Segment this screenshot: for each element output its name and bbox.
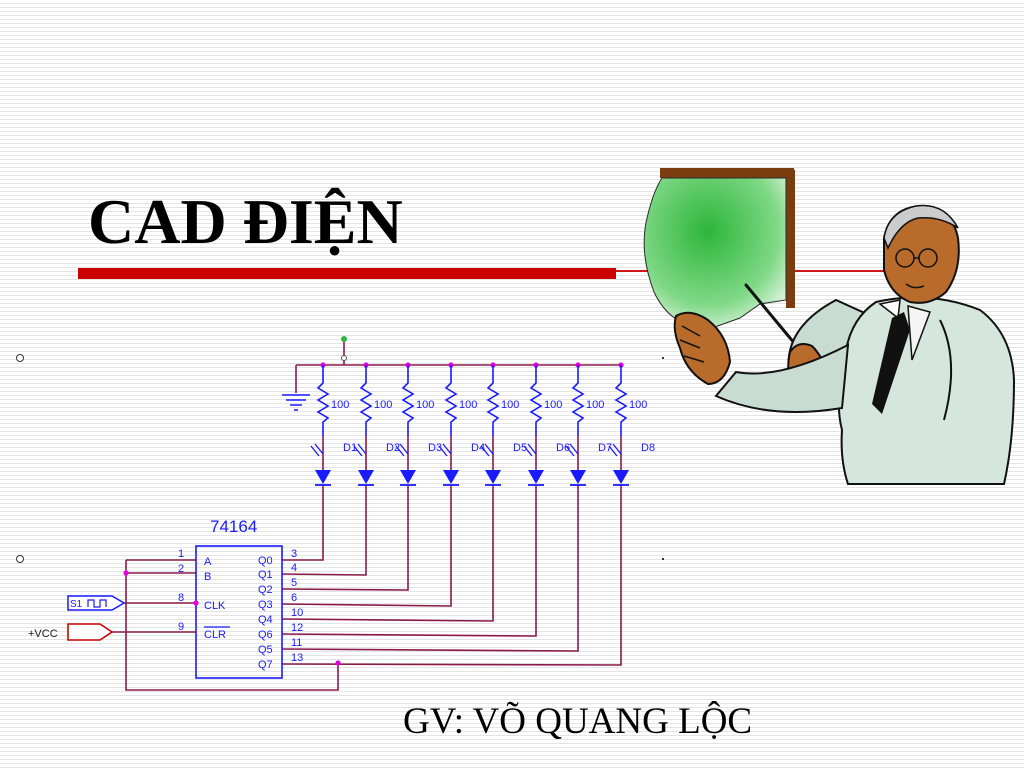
ic-pin-name-right: Q3 bbox=[258, 599, 273, 611]
led-light-arrows bbox=[480, 443, 494, 457]
resistor-value-label: 100 bbox=[459, 399, 477, 411]
led-light-arrows bbox=[438, 443, 452, 457]
ic-to-led-wire bbox=[281, 486, 452, 607]
led-1 bbox=[315, 470, 331, 484]
clock-source-label: S1 bbox=[70, 599, 83, 610]
ic-pin-number-right: 10 bbox=[291, 607, 303, 619]
resistor-value-label: 100 bbox=[501, 399, 519, 411]
resistor-5 bbox=[486, 365, 500, 436]
led-label: D6 bbox=[556, 442, 570, 454]
led-light-arrows bbox=[310, 443, 324, 457]
feedback-wire bbox=[125, 560, 339, 691]
vcc-source-icon bbox=[67, 623, 114, 641]
bullet-icon bbox=[16, 555, 24, 563]
ic-pin-number-right: 13 bbox=[291, 652, 303, 664]
ic-pin-name-right: Q1 bbox=[258, 569, 273, 581]
led-label: D5 bbox=[513, 442, 527, 454]
ic-to-led-wire bbox=[281, 486, 409, 591]
ic-to-led-wire bbox=[281, 486, 537, 637]
vcc-node bbox=[341, 355, 347, 361]
ic-to-led-wire bbox=[281, 486, 579, 652]
led-label: D3 bbox=[428, 442, 442, 454]
resistor-4 bbox=[444, 365, 458, 436]
ic-name-label: 74164 bbox=[210, 517, 257, 536]
led-2 bbox=[358, 470, 374, 484]
ic-pin-name-left: CLK bbox=[204, 600, 226, 612]
junction-dot bbox=[335, 660, 341, 666]
components bbox=[67, 336, 629, 679]
ic-pin-number-right: 12 bbox=[291, 622, 303, 634]
ic-to-led-wire bbox=[281, 486, 367, 576]
led-light-arrows bbox=[523, 443, 537, 457]
ic-pin-name-right: Q4 bbox=[258, 614, 273, 626]
ic-pin-number-right: 4 bbox=[291, 562, 297, 574]
resistor-value-label: 100 bbox=[416, 399, 434, 411]
ic-pin-number-right: 11 bbox=[291, 637, 302, 649]
ground-icon bbox=[282, 394, 310, 411]
ic-pin-number-left: 1 bbox=[178, 548, 184, 560]
ic-pin-name-right: Q6 bbox=[258, 629, 273, 641]
junction-dot bbox=[123, 570, 129, 576]
ic-pin-number-left: 9 bbox=[178, 621, 184, 633]
led-label: D7 bbox=[598, 442, 612, 454]
led-label: D2 bbox=[386, 442, 400, 454]
clock-source-icon bbox=[67, 595, 126, 611]
led-label: D1 bbox=[343, 442, 357, 454]
ic-pin-name-right: Q0 bbox=[258, 555, 273, 567]
vcc-label: +VCC bbox=[28, 628, 58, 640]
led-8 bbox=[613, 470, 629, 484]
resistor-6 bbox=[529, 365, 543, 436]
resistor-2 bbox=[359, 365, 373, 436]
led-3 bbox=[400, 470, 416, 484]
ic-pin-number-left: 2 bbox=[178, 563, 184, 575]
junction-dot bbox=[193, 600, 199, 606]
resistor-value-label: 100 bbox=[331, 399, 349, 411]
ic-74164-body bbox=[195, 545, 283, 679]
resistor-7 bbox=[571, 365, 585, 436]
resistor-value-label: 100 bbox=[586, 399, 604, 411]
vcc-terminal bbox=[341, 336, 347, 342]
led-label: D8 bbox=[641, 442, 655, 454]
led-light-arrows bbox=[608, 443, 622, 457]
led-light-arrows bbox=[565, 443, 579, 457]
resistor-value-label: 100 bbox=[544, 399, 562, 411]
ic-pin-number-right: 6 bbox=[291, 592, 297, 604]
ic-pin-name-right: Q7 bbox=[258, 659, 273, 671]
bullet-icon bbox=[16, 354, 24, 362]
ic-pin-number-left: 8 bbox=[178, 592, 184, 604]
ic-to-led-wire bbox=[282, 486, 324, 561]
resistor-1 bbox=[316, 365, 330, 436]
ic-pin-number-right: 5 bbox=[291, 577, 297, 589]
led-light-arrows bbox=[395, 443, 409, 457]
led-light-arrows bbox=[353, 443, 367, 457]
board-frame bbox=[643, 168, 795, 329]
resistor-3 bbox=[401, 365, 415, 436]
ic-pin-name-right: Q2 bbox=[258, 584, 273, 596]
title-underline-bar bbox=[78, 268, 616, 279]
led-6 bbox=[528, 470, 544, 484]
ic-pin-name-left: B bbox=[204, 571, 211, 583]
slide-tick-mark bbox=[662, 357, 664, 359]
led-7 bbox=[570, 470, 586, 484]
ic-pin-name-left: A bbox=[204, 556, 212, 568]
ic-to-led-wire bbox=[281, 486, 494, 622]
resistor-value-label: 100 bbox=[629, 399, 647, 411]
led-4 bbox=[443, 470, 459, 484]
led-label: D4 bbox=[471, 442, 485, 454]
author-name: GV: VÕ QUANG LỘC bbox=[403, 701, 753, 742]
ic-pin-number-right: 3 bbox=[291, 548, 297, 560]
resistor-8 bbox=[614, 365, 628, 436]
slide-tick-mark bbox=[662, 558, 664, 560]
ic-pin-name-right: Q5 bbox=[258, 644, 273, 656]
resistor-value-label: 100 bbox=[374, 399, 392, 411]
led-5 bbox=[485, 470, 501, 484]
slide-title: CAD ĐIỆN bbox=[88, 186, 403, 257]
ic-to-led-wire bbox=[281, 486, 622, 666]
ic-pin-name-left: CLR bbox=[204, 629, 226, 641]
